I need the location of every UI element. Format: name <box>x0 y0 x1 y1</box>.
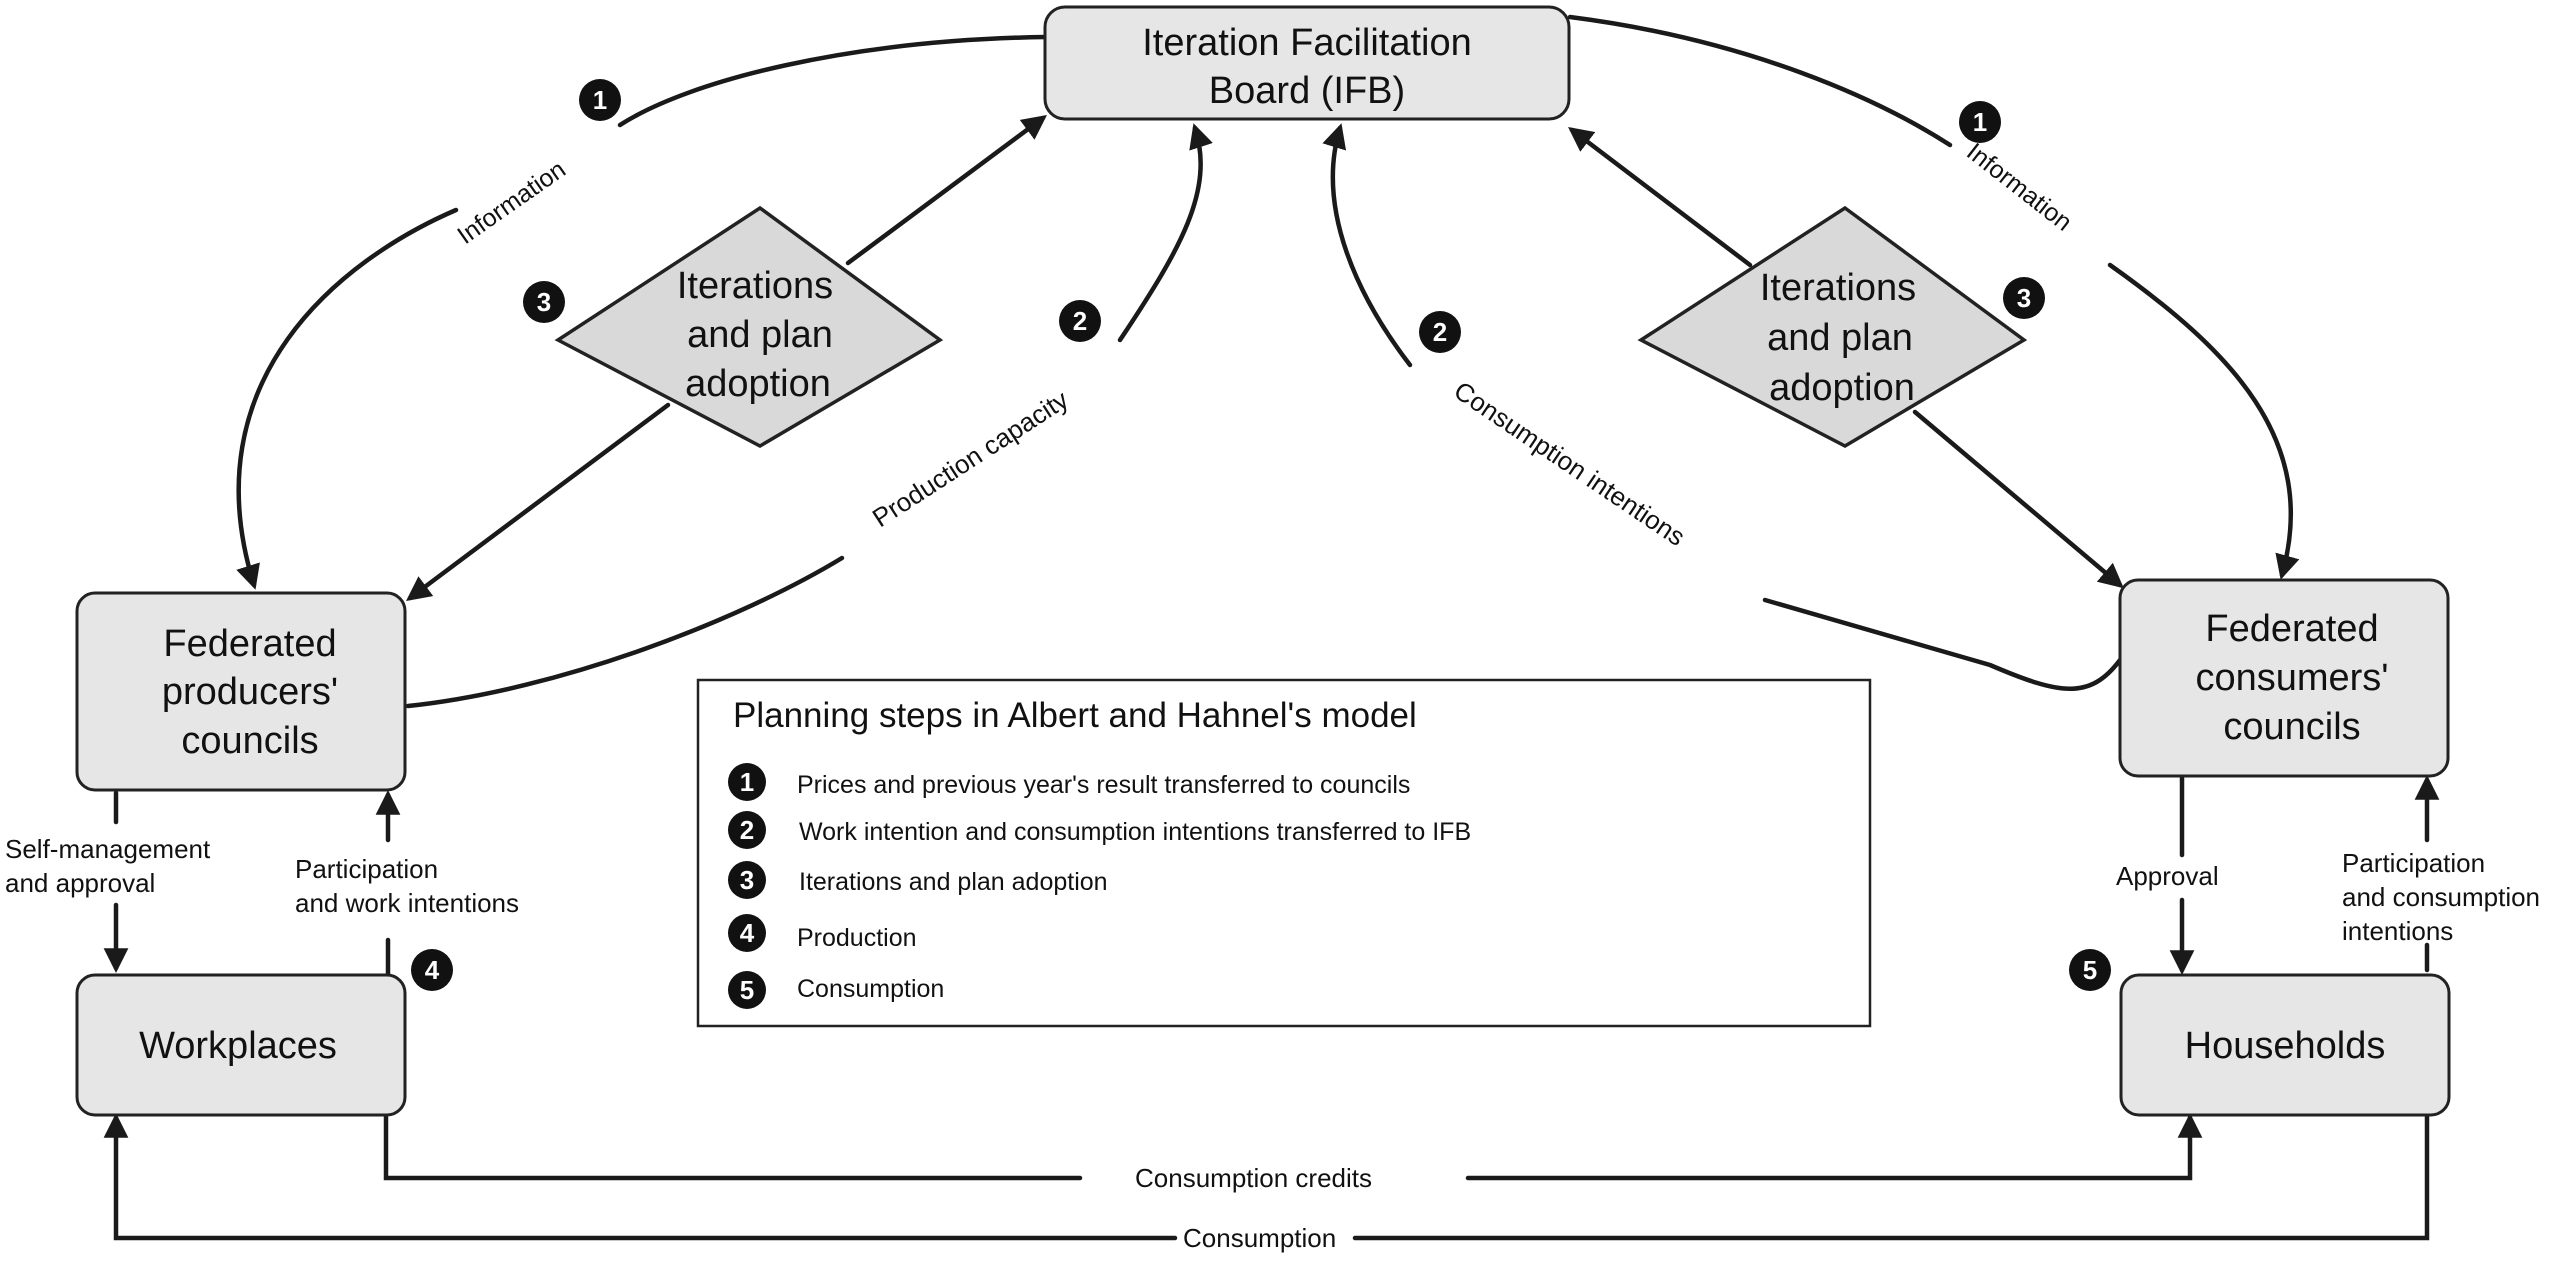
legend-item-2-text: Work intention and consumption intention… <box>799 818 1471 846</box>
legend-item-3-text: Iterations and plan adoption <box>799 868 1108 896</box>
legend-item-1: 1 Prices and previous year's result tran… <box>728 763 1410 801</box>
iterations-right-diamond: Iterations and plan adoption <box>1637 205 2028 449</box>
badge-households-num: 5 <box>2083 955 2097 985</box>
badge-consumption-intentions: 2 <box>1419 311 1461 353</box>
legend-item-3-num: 3 <box>740 865 754 895</box>
approval-label: Approval <box>2116 861 2219 891</box>
workplaces-label: Workplaces <box>139 1025 337 1067</box>
iteration-left-to-producers-arrow <box>406 402 671 601</box>
information-right-label: Information <box>1961 138 2077 237</box>
consumption-credits-label: Consumption credits <box>1135 1163 1372 1193</box>
badge-iter-right-num: 3 <box>2017 283 2031 313</box>
iter-right-line1: Iterations <box>1760 267 1916 309</box>
badge-cons-num: 2 <box>1433 317 1447 347</box>
consumption-credits-arrow <box>383 1117 2190 1181</box>
badge-iter-right: 3 <box>2003 277 2045 319</box>
consumers-council-node: Federated consumers' councils <box>2118 578 2450 778</box>
consumption-label: Consumption <box>1183 1223 1336 1253</box>
legend-item-5-num: 5 <box>740 975 754 1005</box>
consumers-label-line3: councils <box>2223 706 2360 748</box>
ifb-node: Iteration Facilitation Board (IFB) <box>1043 5 1571 121</box>
badge-info-left-num: 1 <box>593 85 607 115</box>
legend-item-4: 4 Production <box>728 914 917 952</box>
legend-item-5: 5 Consumption <box>728 971 944 1009</box>
consumption-arrow <box>116 1117 2430 1241</box>
badge-production-capacity: 2 <box>1059 300 1101 342</box>
producers-council-node: Federated producers' councils <box>75 591 407 792</box>
participation-work-label-line2: and work intentions <box>295 888 519 918</box>
iter-right-line2: and plan <box>1767 317 1913 359</box>
producers-label-line1: Federated <box>163 623 336 665</box>
legend-item-5-text: Consumption <box>797 975 944 1003</box>
badge-households: 5 <box>2069 949 2111 991</box>
badge-iter-left-num: 3 <box>537 287 551 317</box>
self-management-label-line1: Self-management <box>5 834 211 864</box>
legend-item-4-num: 4 <box>740 918 755 948</box>
iter-right-line3: adoption <box>1769 367 1915 409</box>
information-right-arrow <box>1567 14 2291 575</box>
badge-workplaces-num: 4 <box>425 955 440 985</box>
participation-work-label-line1: Participation <box>295 854 438 884</box>
consumers-label-line1: Federated <box>2205 608 2378 650</box>
consumers-label-line2: consumers' <box>2195 657 2388 699</box>
legend: Planning steps in Albert and Hahnel's mo… <box>696 678 1872 1028</box>
households-label: Households <box>2185 1025 2386 1067</box>
legend-item-1-num: 1 <box>740 767 754 797</box>
legend-item-2-num: 2 <box>740 815 754 845</box>
iteration-left-to-ifb-arrow <box>845 115 1047 266</box>
iterations-left-diamond: Iterations and plan adoption <box>554 205 944 449</box>
consumption-intentions-label: Consumption intentions <box>1449 375 1691 552</box>
information-left-label: Information <box>452 155 571 250</box>
production-capacity-arrow <box>405 128 1201 709</box>
participation-consumption-label-line1: Participation <box>2342 848 2485 878</box>
iter-left-line1: Iterations <box>677 265 833 307</box>
iteration-right-to-consumers-arrow <box>1912 409 2124 589</box>
information-left-arrow <box>239 34 1048 585</box>
badge-iter-left: 3 <box>523 281 565 323</box>
workplaces-node: Workplaces <box>75 973 407 1117</box>
iter-left-line2: and plan <box>687 314 833 356</box>
badge-info-right: 1 <box>1959 101 2001 143</box>
producers-label-line3: councils <box>181 720 318 762</box>
participation-consumption-label-line3: intentions <box>2342 916 2453 946</box>
badge-workplaces: 4 <box>411 949 453 991</box>
consumption-intentions-arrow <box>1333 128 2123 691</box>
badge-info-right-num: 1 <box>1973 107 1987 137</box>
legend-title: Planning steps in Albert and Hahnel's mo… <box>733 696 1417 735</box>
participation-consumption-label-line2: and consumption <box>2342 882 2540 912</box>
iteration-right-to-ifb-arrow <box>1568 127 1753 268</box>
badge-info-left: 1 <box>579 79 621 121</box>
production-capacity-label: Production capacity <box>867 384 1074 533</box>
legend-item-1-text: Prices and previous year's result transf… <box>797 771 1410 799</box>
legend-item-4-text: Production <box>797 924 917 952</box>
badge-cap-num: 2 <box>1073 306 1087 336</box>
ifb-label-line2: Board (IFB) <box>1209 70 1405 112</box>
producers-label-line2: producers' <box>162 671 338 713</box>
self-management-label-line2: and approval <box>5 868 155 898</box>
households-node: Households <box>2119 973 2451 1117</box>
ifb-label-line1: Iteration Facilitation <box>1142 22 1472 64</box>
iter-left-line3: adoption <box>685 363 831 405</box>
legend-item-3: 3 Iterations and plan adoption <box>728 861 1108 899</box>
legend-item-2: 2 Work intention and consumption intenti… <box>728 811 1471 849</box>
